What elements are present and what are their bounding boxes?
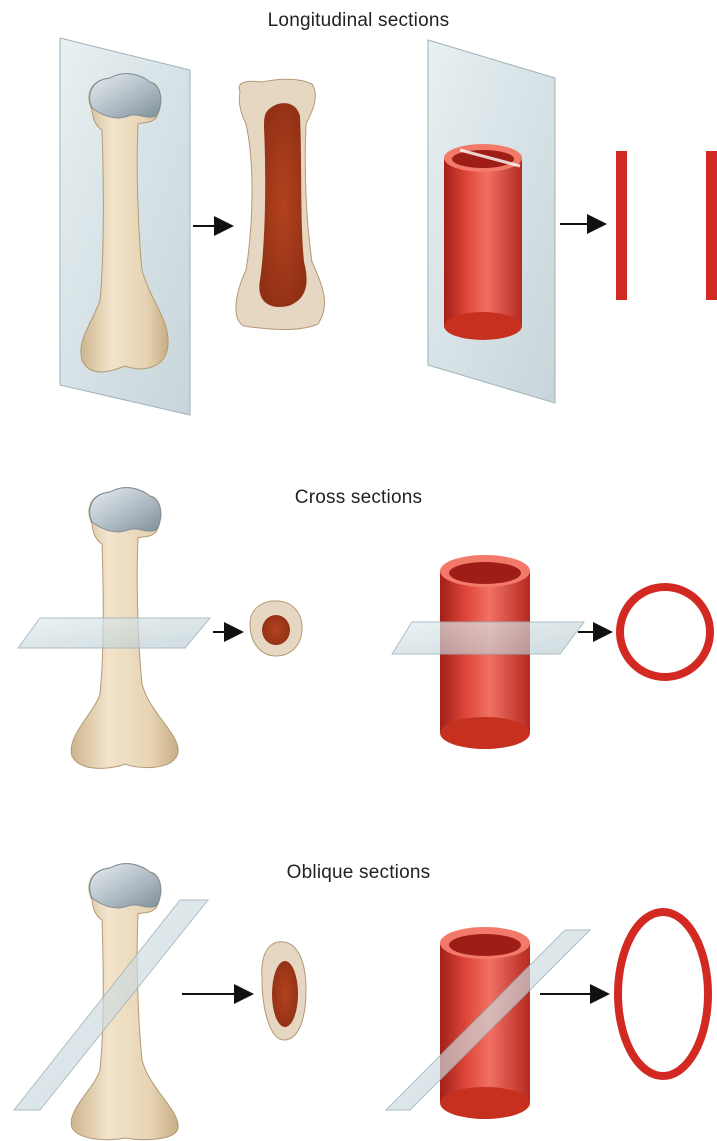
longitudinal-panel bbox=[60, 38, 717, 415]
bone-longitudinal-section bbox=[236, 79, 325, 329]
oblique-panel bbox=[14, 864, 708, 1140]
tube-longitudinal bbox=[444, 144, 522, 340]
oblique-section-oval bbox=[618, 912, 708, 1076]
bone-oblique-section bbox=[262, 942, 306, 1040]
longitudinal-section-wall-right bbox=[706, 151, 717, 300]
cross-plane-tube bbox=[392, 622, 584, 654]
bone-cross-section bbox=[250, 601, 302, 656]
longitudinal-section-wall-left bbox=[616, 151, 627, 300]
cross-section-ring bbox=[620, 587, 710, 677]
cross-panel bbox=[18, 488, 710, 769]
cross-plane-bone bbox=[18, 618, 210, 648]
